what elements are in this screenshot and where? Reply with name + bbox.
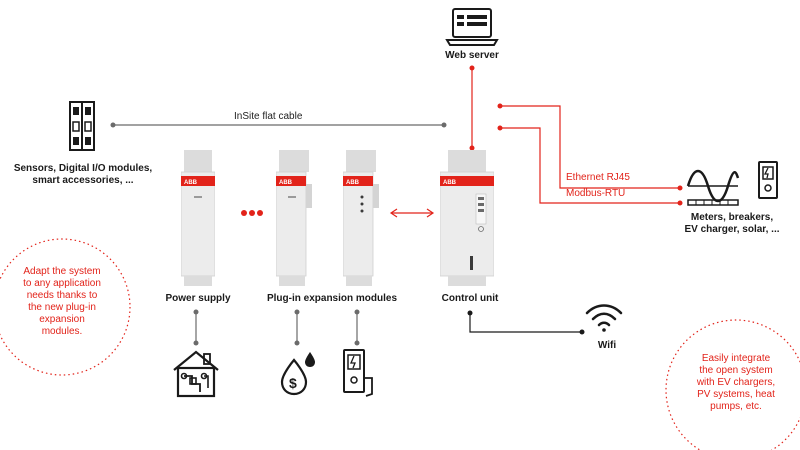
modbus-line [500, 127, 680, 204]
control-unit-module: ABB [439, 150, 495, 286]
sine-meter-icon [686, 169, 740, 206]
module-brand: ABB [443, 180, 457, 186]
plugin-modules-label: Plug-in expansion modules [266, 293, 397, 304]
ev-charger-icon [758, 161, 778, 199]
power-supply-label: Power supply [165, 293, 231, 304]
meters-label: Meters, breakers, EV charger, solar, ... [684, 212, 780, 235]
expansion-module-2: ABB [342, 150, 379, 286]
module-brand: ABB [279, 180, 293, 186]
smart-home-icon [173, 350, 219, 398]
ethernet-label: Ethernet RJ45 [566, 172, 630, 183]
sensors-label: Sensors, Digital I/O modules, smart acce… [13, 163, 153, 186]
wifi-label: Wifi [597, 340, 617, 351]
web-server-label: Web server [445, 50, 499, 61]
insite-cable-label: InSite flat cable [234, 111, 303, 122]
circuit-breaker-icon [69, 101, 95, 151]
control-unit-label: Control unit [441, 293, 499, 304]
power-supply-module: ABB [180, 150, 216, 286]
right-callout-text: Easily integrate the open system with EV… [696, 353, 776, 412]
modbus-label: Modbus-RTU [566, 188, 626, 199]
water-drop-icon: $ [280, 352, 315, 396]
ethernet-line [500, 105, 680, 189]
wifi-line [469, 313, 582, 333]
right-callout-circle [665, 319, 800, 450]
module-brand: ABB [184, 180, 198, 186]
wifi-icon [585, 304, 623, 332]
left-callout-circle [0, 238, 131, 376]
laptop-icon [445, 8, 499, 46]
left-callout-text: Adapt the system to any application need… [23, 266, 101, 337]
expansion-module-1: ABB [275, 150, 312, 286]
module-brand: ABB [346, 180, 360, 186]
svg-text:$: $ [289, 375, 297, 391]
ev-charger-icon [343, 349, 373, 397]
